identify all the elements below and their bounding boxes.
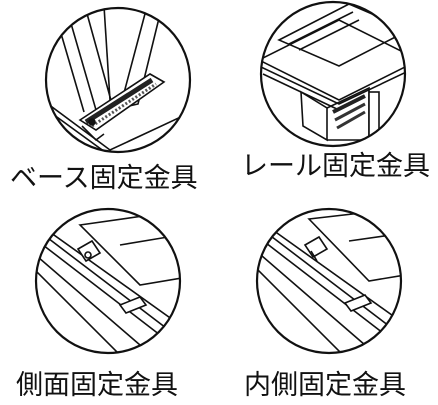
panel-base-bracket: ベース固定金具	[0, 0, 219, 200]
side-bracket-illustration	[34, 207, 182, 355]
rail-bracket-illustration	[259, 0, 407, 148]
panel-label: 側面固定金具	[16, 370, 178, 401]
panel-label: レール固定金具	[241, 151, 430, 182]
panel-label: 内側固定金具	[244, 370, 406, 401]
panel-label: ベース固定金具	[10, 163, 198, 194]
inner-bracket-illustration	[255, 207, 403, 355]
panel-inner-bracket: 内側固定金具	[219, 205, 438, 405]
panel-side-bracket: 側面固定金具	[0, 205, 219, 405]
panel-rail-bracket: レール固定金具	[219, 0, 438, 200]
base-bracket-illustration	[44, 6, 192, 154]
